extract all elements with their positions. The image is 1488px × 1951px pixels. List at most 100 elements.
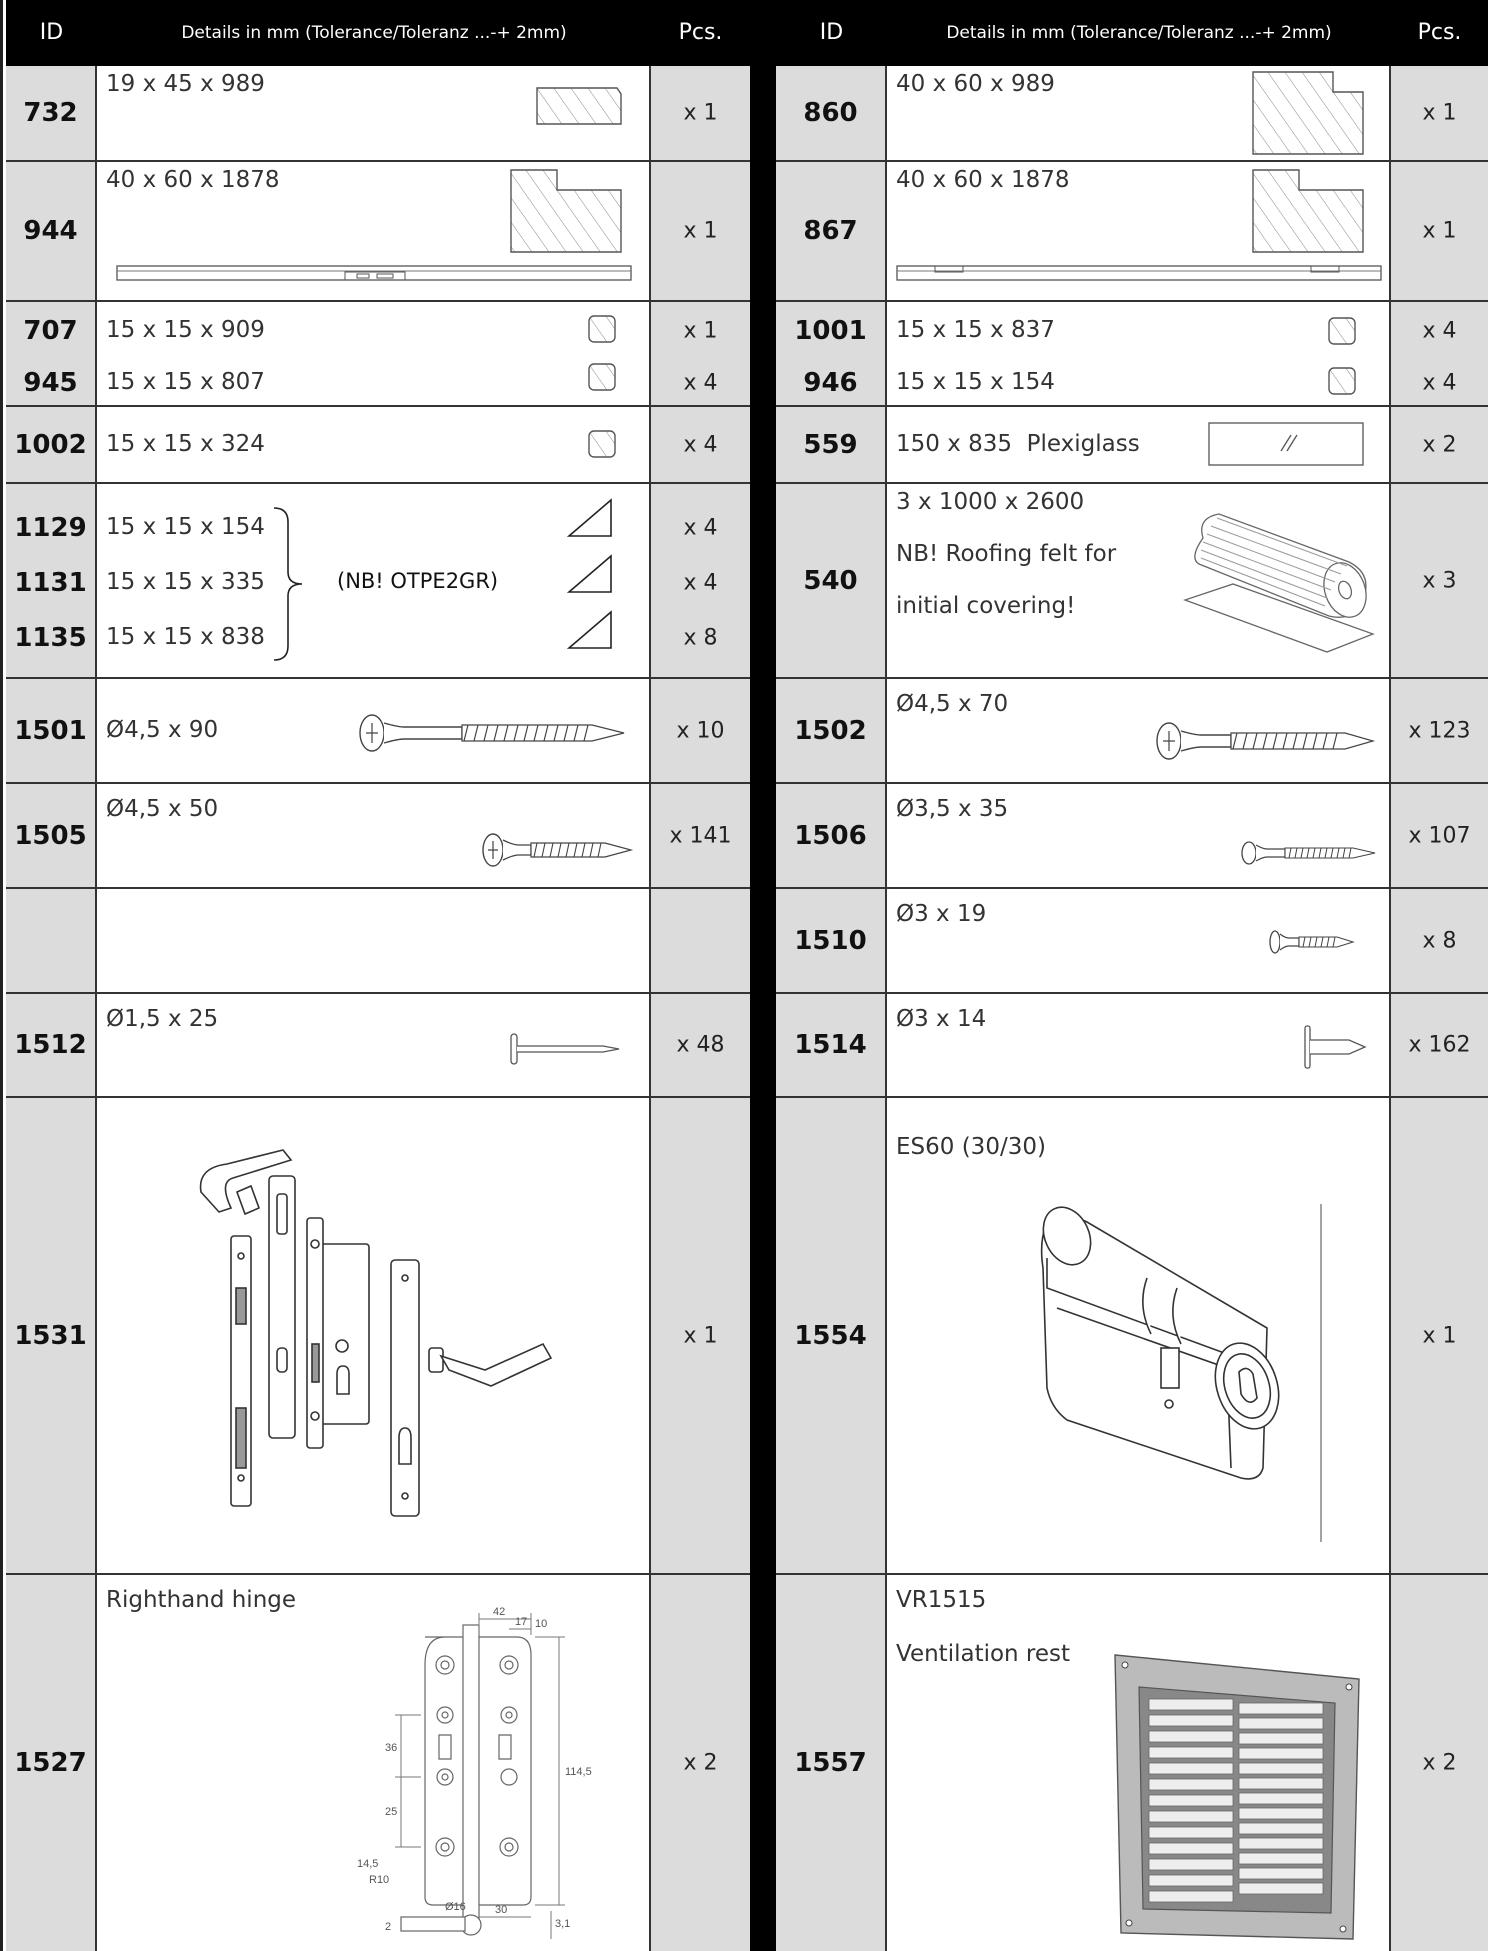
ventilation-grille-icon	[1114, 1654, 1360, 1940]
part-id: 1554	[794, 1320, 867, 1351]
left-parts-table: ID Details in mm (Tolerance/Toleranz ...…	[6, 0, 750, 1951]
part-id: 1001	[794, 316, 867, 346]
frame-profile-icon	[1252, 169, 1364, 253]
part-id: 867	[803, 216, 858, 246]
table-row: 732 19 x 45 x 989 x 1	[6, 66, 750, 162]
header-id: ID	[39, 20, 64, 45]
hinge-dimension: 10	[535, 1618, 547, 1630]
table-row: 944 40 x 60 x 1878 x 1	[6, 162, 750, 302]
part-quantity: x 8	[683, 625, 718, 651]
table-row: 1514 Ø3 x 14 x 162	[776, 994, 1488, 1098]
part-quantity: x 162	[1408, 1032, 1471, 1058]
part-quantity: x 1	[683, 1323, 718, 1348]
part-id: 1502	[794, 715, 867, 746]
roofing-felt-roll-icon	[1183, 513, 1375, 653]
header-pcs: Pcs.	[678, 20, 723, 45]
part-id: 1131	[14, 568, 87, 598]
part-id: 1002	[14, 429, 87, 460]
part-dimensions: VR1515	[896, 1587, 987, 1613]
table-row: 540 3 x 1000 x 2600 NB! Roofing felt for…	[776, 484, 1488, 679]
part-dimensions: 15 x 15 x 807	[106, 369, 265, 395]
part-dimensions: 3 x 1000 x 2600	[896, 489, 1085, 515]
header-details: Details in mm (Tolerance/Toleranz ...-+ …	[946, 23, 1332, 43]
hinge-dimension: 3,1	[555, 1918, 570, 1930]
hinge-dimension: 14,5	[357, 1858, 378, 1870]
part-dimensions: Ø1,5 x 25	[106, 1006, 219, 1032]
square-profile-icon	[588, 315, 616, 343]
screw-icon	[1156, 722, 1376, 760]
table-row: 559 150 x 835 Plexiglass x 2	[776, 407, 1488, 484]
part-note: NB! Roofing felt for	[896, 541, 1117, 567]
part-dimensions: 40 x 60 x 1878	[896, 167, 1070, 193]
part-id: 1501	[14, 715, 87, 746]
brace-icon	[273, 507, 303, 661]
part-dimensions: Ø3,5 x 35	[896, 796, 1009, 822]
part-quantity: x 4	[1422, 370, 1457, 396]
table-row: 1002 15 x 15 x 324 x 4	[6, 407, 750, 484]
frame-profile-icon	[1252, 71, 1364, 155]
part-id: 1135	[14, 623, 87, 653]
table-row: 1531	[6, 1098, 750, 1575]
part-quantity: x 3	[1422, 568, 1457, 593]
part-quantity: x 2	[683, 1750, 718, 1776]
part-id: 540	[803, 565, 858, 596]
part-quantity: x 1	[1422, 100, 1457, 126]
part-id: 944	[23, 216, 78, 246]
part-id: 1506	[794, 820, 867, 851]
part-id: 1510	[794, 925, 867, 956]
part-id: 559	[803, 429, 858, 460]
hinge-dimension: 114,5	[565, 1766, 592, 1778]
part-quantity: x 48	[676, 1032, 725, 1058]
part-id: 1512	[14, 1030, 87, 1060]
part-dimensions: 15 x 15 x 838	[106, 624, 265, 650]
header-details: Details in mm (Tolerance/Toleranz ...-+ …	[181, 23, 567, 43]
right-table-header: ID Details in mm (Tolerance/Toleranz ...…	[776, 0, 1488, 66]
hinge-dimension: 42	[493, 1606, 505, 1618]
part-dimensions: 15 x 15 x 335	[106, 569, 265, 595]
left-table-header: ID Details in mm (Tolerance/Toleranz ...…	[6, 0, 750, 66]
part-id: 860	[803, 98, 858, 128]
part-dimensions: 40 x 60 x 1878	[106, 167, 280, 193]
square-profile-icon	[1328, 317, 1356, 345]
table-row: 1557 VR1515 Ventilation rest	[776, 1575, 1488, 1951]
table-row: 867 40 x 60 x 1878 x 1	[776, 162, 1488, 302]
table-row: 1505 Ø4,5 x 50 x 141	[6, 784, 750, 889]
part-dimensions: ES60 (30/30)	[896, 1134, 1046, 1160]
part-quantity: x 1	[1422, 1323, 1457, 1348]
part-dimensions: 15 x 15 x 154	[106, 514, 265, 540]
triangle-profile-icon	[566, 554, 612, 593]
right-parts-table: ID Details in mm (Tolerance/Toleranz ...…	[776, 0, 1488, 1951]
door-lock-set-icon	[199, 1149, 553, 1517]
table-row: 1501 Ø4,5 x 90 x 10	[6, 679, 750, 784]
screw-icon	[482, 833, 634, 867]
part-id: 1527	[14, 1748, 87, 1778]
part-quantity: x 4	[1422, 318, 1457, 344]
hinge-dimension: 2	[385, 1921, 391, 1933]
part-quantity: x 123	[1408, 718, 1471, 743]
part-dimensions: 150 x 835 Plexiglass	[896, 431, 1140, 457]
part-quantity: x 4	[683, 370, 718, 396]
part-id: 1557	[794, 1748, 867, 1778]
table-row: 1554 ES60 (30/30)	[776, 1098, 1488, 1575]
part-dimensions: Ø4,5 x 90	[106, 717, 219, 743]
part-note: initial covering!	[896, 593, 1076, 619]
table-row: 707 945 15 x 15 x 909 15 x 15 x 807 x 1 …	[6, 302, 750, 407]
hinge-dimension: R10	[369, 1874, 389, 1886]
part-dimensions: Ø4,5 x 70	[896, 691, 1009, 717]
part-dimensions: 15 x 15 x 324	[106, 431, 265, 457]
part-dimensions: Ø4,5 x 50	[106, 796, 219, 822]
part-quantity: x 2	[1422, 1750, 1457, 1776]
square-profile-icon	[588, 363, 616, 391]
square-profile-icon	[1328, 367, 1356, 395]
header-pcs: Pcs.	[1417, 20, 1462, 45]
part-quantity: x 4	[683, 570, 718, 596]
part-dimensions: Ø3 x 19	[896, 901, 987, 927]
nail-icon	[510, 1033, 620, 1065]
table-row: 860 40 x 60 x 989 x 1	[776, 66, 1488, 162]
hinge-dimension: 30	[495, 1904, 507, 1916]
table-row: 1512 Ø1,5 x 25 x 48	[6, 994, 750, 1098]
table-row: 1506 Ø3,5 x 35 x 107	[776, 784, 1488, 889]
part-quantity: x 141	[669, 823, 732, 848]
part-id: 1514	[794, 1030, 867, 1060]
